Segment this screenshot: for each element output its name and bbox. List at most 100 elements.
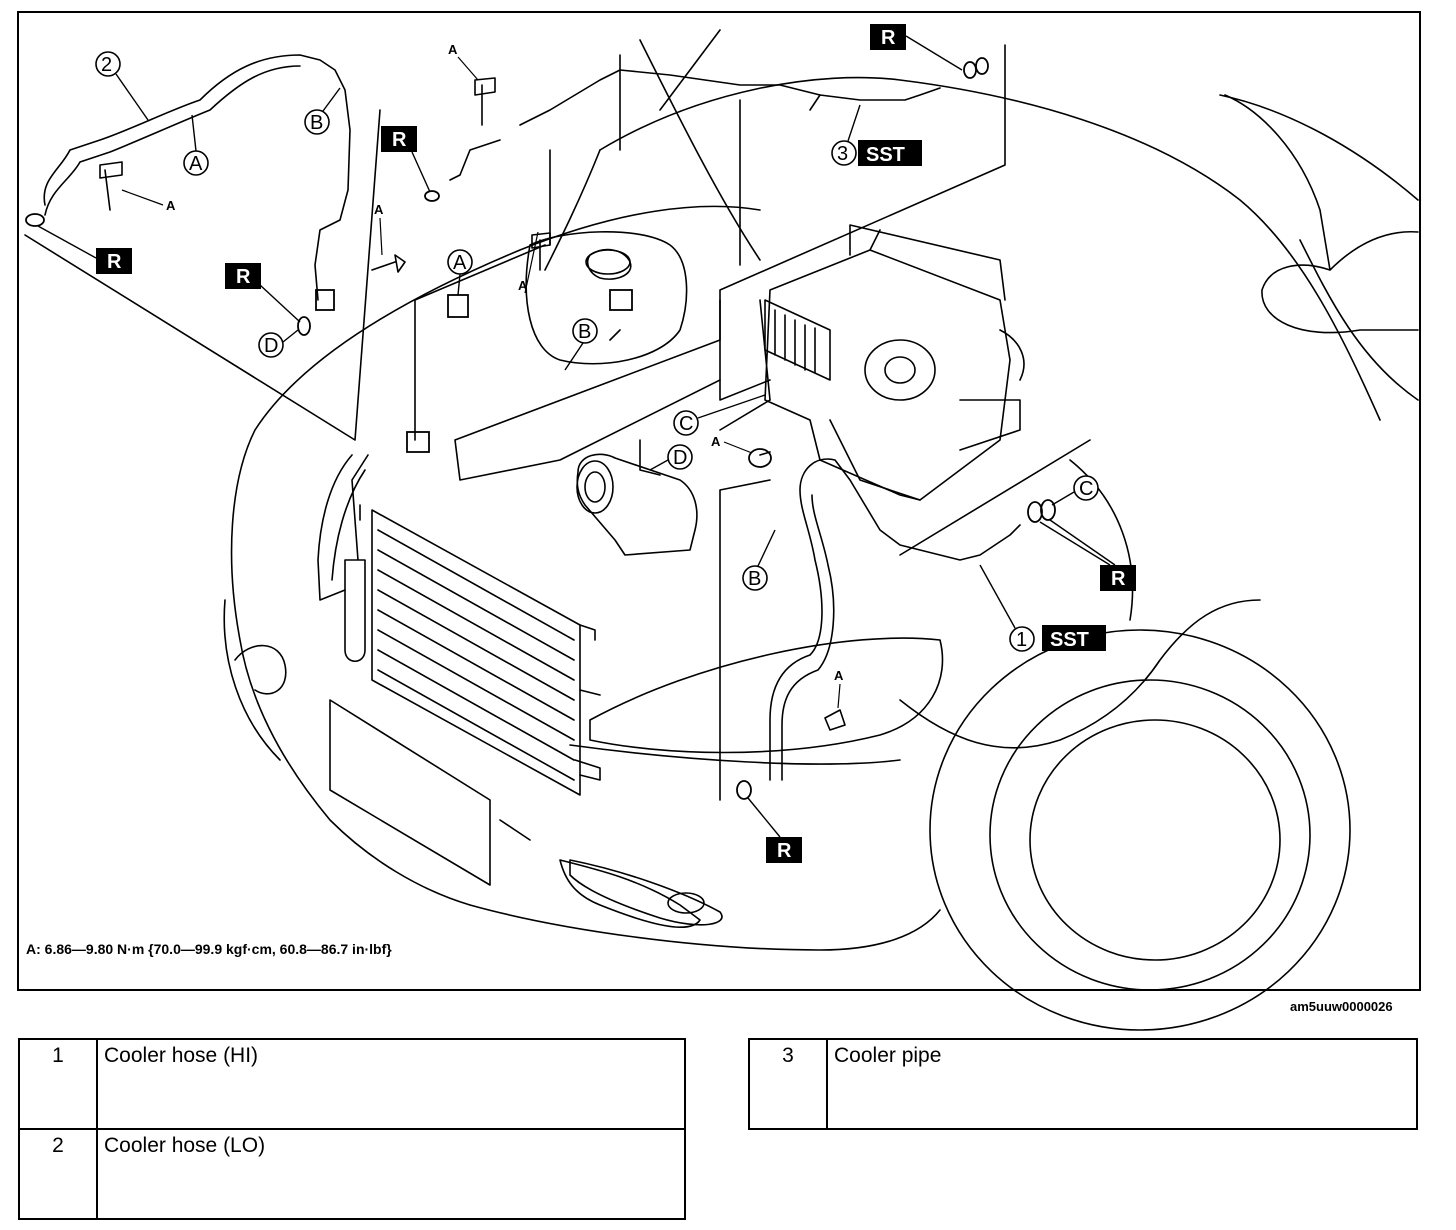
- o-ring: [975, 57, 989, 75]
- legend-part-name: Cooler hose (LO): [96, 1128, 686, 1220]
- cooler-hose-2-inner: [44, 65, 301, 216]
- r-box: [225, 263, 261, 289]
- compressor-connector: [639, 439, 661, 476]
- ac-compressor: [576, 453, 698, 556]
- callout-circle-b: [572, 318, 598, 344]
- hvac-case-detail: [829, 329, 1025, 501]
- leader-lines: [24, 44, 1091, 801]
- r-label: R: [107, 251, 122, 273]
- callout-c: C: [1079, 478, 1093, 500]
- front-wheel-inner: [989, 679, 1311, 991]
- hvac-blower-hub: [884, 356, 916, 384]
- front-wheel-outer: [929, 629, 1351, 1031]
- r-box: [96, 248, 132, 274]
- headlight: [569, 637, 944, 765]
- legend-row: 2 Cooler hose (LO): [18, 1128, 686, 1220]
- engine-cap: [585, 249, 631, 275]
- clip: [315, 289, 335, 311]
- callout-b: B: [578, 321, 591, 343]
- sst-box-3: [858, 140, 922, 166]
- r-label: R: [777, 840, 792, 862]
- legend-part-name: Cooler hose (HI): [96, 1038, 686, 1130]
- r-label: R: [1111, 568, 1126, 590]
- hood-line: [544, 29, 761, 271]
- cooler-hose-1: [769, 458, 1021, 781]
- callout-c: C: [679, 413, 693, 435]
- o-ring: [25, 213, 45, 227]
- parts-legend-right: 3 Cooler pipe: [748, 1038, 1418, 1130]
- o-ring: [1040, 499, 1056, 521]
- callout-circle-2: [95, 51, 121, 77]
- callout-circle-3: [831, 140, 857, 166]
- callout-d: D: [264, 335, 278, 357]
- callout-3: 3: [837, 143, 848, 165]
- sst-label-1: SST: [1050, 629, 1089, 651]
- engine-cover: [454, 231, 721, 481]
- legend-row: 3 Cooler pipe: [748, 1038, 1418, 1130]
- o-ring: [1027, 501, 1043, 523]
- front-wheel-rim: [1029, 719, 1281, 961]
- bolt-parts: [99, 77, 846, 731]
- callout-a: A: [453, 252, 467, 274]
- sst-box-1: [1042, 625, 1106, 651]
- diagram-frame: [17, 11, 1421, 991]
- condenser-core: [371, 509, 581, 796]
- callout-circle-c: [673, 410, 699, 436]
- callout-a: A: [189, 153, 203, 175]
- figure-id: am5uuw0000026: [1290, 999, 1393, 1014]
- r-box: [1100, 565, 1136, 591]
- clip: [447, 294, 469, 318]
- condenser-hose-upper: [317, 454, 366, 601]
- r-box: [381, 126, 417, 152]
- torque-marker-a: A: [374, 202, 384, 217]
- parts-legend-left: 1 Cooler hose (HI) 2 Cooler hose (LO): [18, 1038, 686, 1220]
- legend-number: 1: [18, 1038, 98, 1130]
- torque-spec-note: A: 6.86—9.80 N·m {70.0—99.9 kgf·cm, 60.8…: [26, 941, 392, 957]
- callout-1: 1: [1016, 629, 1027, 651]
- cooler-pipe-3-ends: [449, 94, 821, 181]
- compressor-clutch: [576, 460, 614, 514]
- r-box: [870, 24, 906, 50]
- o-ring: [736, 780, 752, 800]
- condenser-fins: [377, 529, 575, 781]
- clip: [609, 289, 633, 311]
- callout-circle-b: [304, 109, 330, 135]
- hvac-unit-body: [759, 224, 1011, 501]
- callout-b: B: [310, 112, 323, 134]
- torque-marker-a: A: [518, 278, 528, 293]
- o-ring: [963, 61, 977, 79]
- condenser-brackets: [574, 624, 601, 781]
- o-ring: [424, 190, 440, 202]
- callout-circle-d: [258, 332, 284, 358]
- cooler-hose-1-inner: [781, 494, 835, 781]
- compressor-pulley: [584, 471, 606, 503]
- callout-2: 2: [101, 54, 112, 76]
- legend-number: 3: [748, 1038, 828, 1130]
- torque-marker-a: A: [711, 434, 721, 449]
- callout-circle-1: [1009, 626, 1035, 652]
- callout-circle-b: [742, 565, 768, 591]
- windshield-lines: [1224, 94, 1419, 334]
- callout-circle-c: [1073, 475, 1099, 501]
- legend-part-name: Cooler pipe: [826, 1038, 1418, 1130]
- torque-marker-a: A: [166, 198, 176, 213]
- car-body-outline: [230, 76, 1419, 951]
- hvac-blower-grille: [764, 299, 831, 381]
- fog-light: [569, 859, 723, 926]
- o-ring: [297, 316, 311, 336]
- cooler-pipe-3: [519, 69, 941, 126]
- torque-marker-a: A: [834, 668, 844, 683]
- torque-marker-a: A: [448, 42, 458, 57]
- callout-d: D: [673, 447, 687, 469]
- r-label: R: [881, 27, 896, 49]
- hvac-blower-motor: [864, 339, 936, 401]
- r-label: R: [236, 266, 251, 288]
- callout-circle-d: [667, 444, 693, 470]
- fender-line: [899, 459, 1261, 749]
- sst-label-3: SST: [866, 144, 905, 166]
- r-label: R: [392, 129, 407, 151]
- front-bumper: [223, 599, 701, 928]
- legend-number: 2: [18, 1128, 98, 1220]
- legend-row: 1 Cooler hose (HI): [18, 1038, 686, 1130]
